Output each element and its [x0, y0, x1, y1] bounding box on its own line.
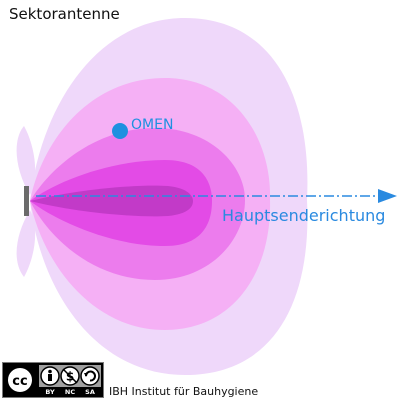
antenna-bar	[24, 186, 29, 216]
device-dot	[112, 123, 128, 139]
radiation-zone-core	[30, 185, 193, 217]
cc-icon: cc	[6, 366, 34, 394]
direction-label: Hauptsenderichtung	[222, 206, 385, 225]
device-label: OMEN	[131, 117, 173, 133]
credit-text: IBH Institut für Bauhygiene	[109, 385, 259, 398]
license-tag-sa: SA	[85, 388, 95, 396]
license-tag-nc: NC	[65, 388, 75, 396]
diagram-title: Sektorantenne	[9, 5, 120, 23]
back-lobe-upper	[16, 126, 36, 195]
main-direction-arrowhead	[378, 189, 397, 203]
by-icon	[40, 366, 60, 386]
cc-license-badge: cc $ BY NC SA	[2, 362, 104, 398]
svg-text:cc: cc	[12, 374, 27, 389]
sa-icon	[80, 366, 100, 386]
back-lobe-lower	[16, 210, 36, 277]
nc-icon: $	[60, 366, 80, 386]
license-tag-by: BY	[45, 388, 55, 396]
